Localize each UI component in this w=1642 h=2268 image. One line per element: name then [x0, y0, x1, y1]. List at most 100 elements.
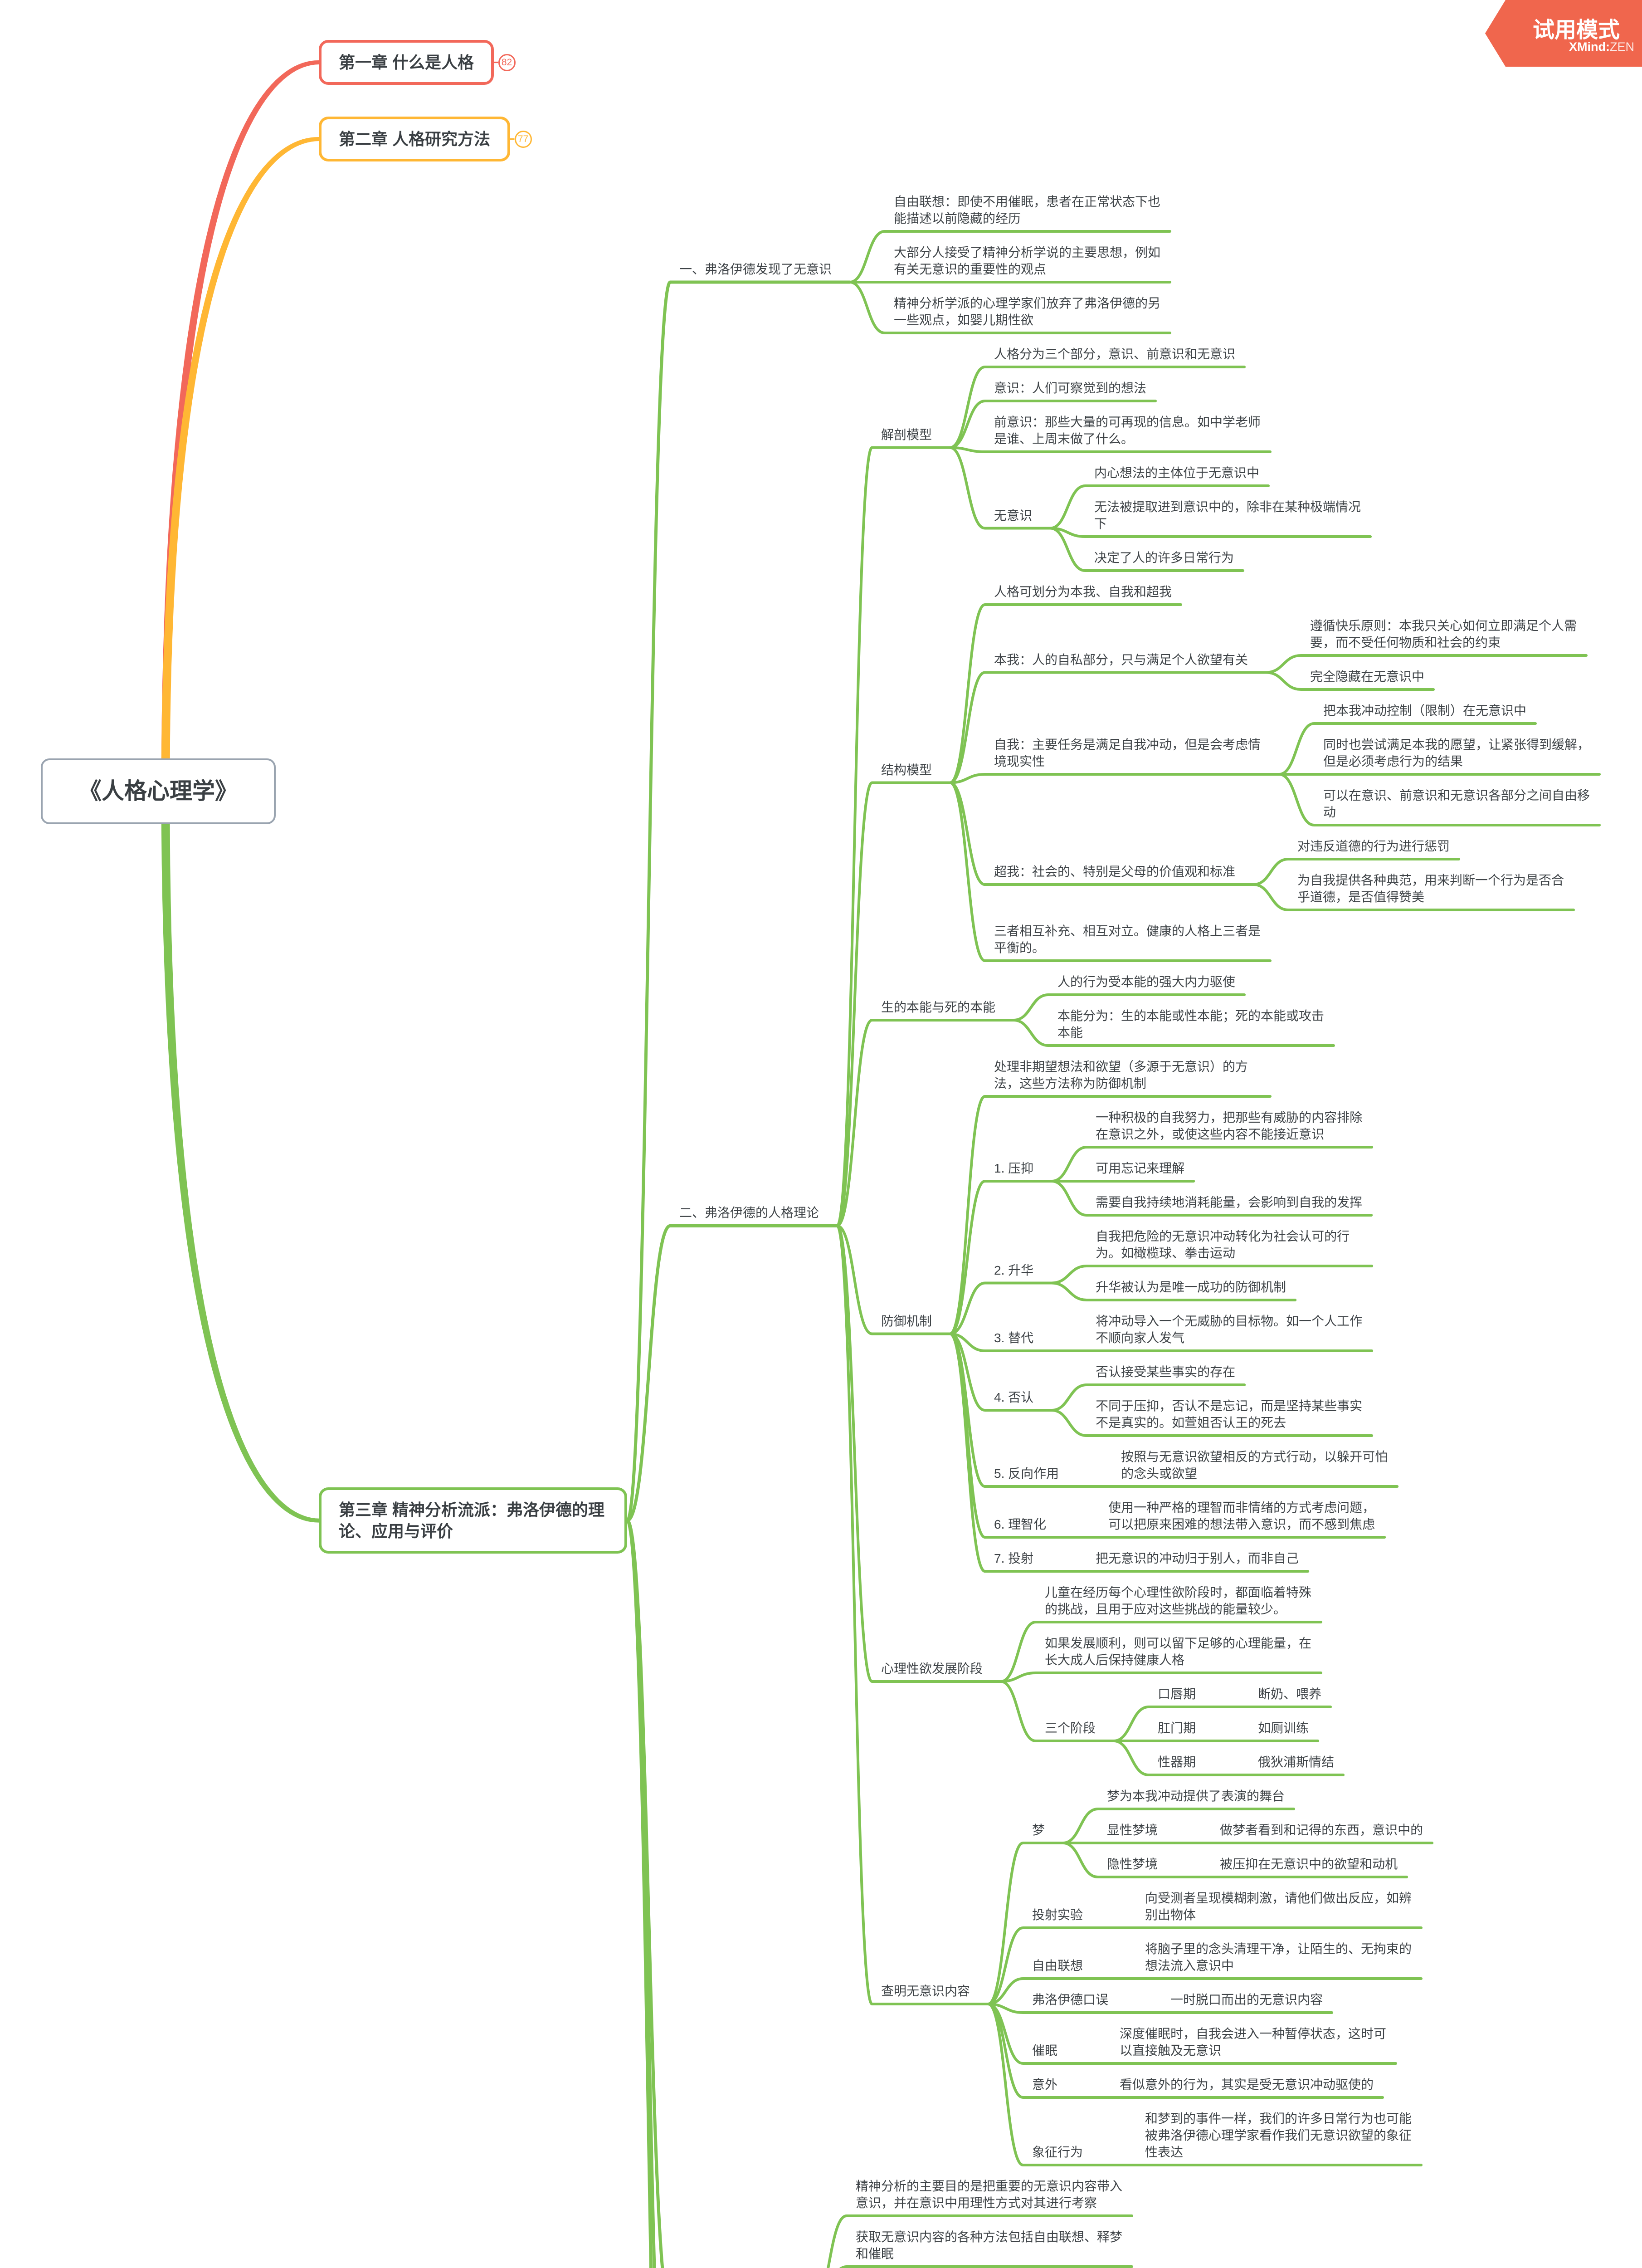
topic-node[interactable]: 意外 — [1032, 2077, 1058, 2092]
topic-node[interactable]: 把无意识的冲动归于别人，而非自己 — [1096, 1551, 1299, 1565]
topic-node[interactable]: 肛门期 — [1158, 1721, 1196, 1735]
topic-node[interactable]: 使用一种严格的理智而非情绪的方式考虑问题，可以把原来困难的想法带入意识，而不感到… — [1108, 1501, 1375, 1531]
topic-node[interactable]: 深度催眠时，自我会进入一种暂停状态，这时可以直接触及无意识 — [1120, 2027, 1387, 2058]
topic-node[interactable]: 2. 升华 — [994, 1263, 1034, 1277]
branch-connector — [949, 446, 1052, 530]
topic-node[interactable]: 一、弗洛伊德发现了无意识 — [679, 262, 832, 276]
topic-node[interactable]: 一时脱口而出的无意识内容 — [1170, 1993, 1323, 2007]
topic-node[interactable]: 将脑子里的念头清理干净，让陌生的、无拘束的想法流入意识中 — [1145, 1942, 1412, 1973]
branch-connector — [625, 1519, 653, 2268]
topic-node[interactable]: 人的行为受本能的强大内力驱使 — [1057, 975, 1236, 989]
topic-node[interactable]: 获取无意识内容的各种方法包括自由联想、释梦和催眠 — [856, 2230, 1123, 2261]
topic-node[interactable]: 人格可划分为本我、自我和超我 — [994, 585, 1172, 599]
branch-connector — [1049, 484, 1270, 530]
topic-node[interactable]: 做梦者看到和记得的东西，意识中的 — [1220, 1823, 1423, 1837]
topic-node[interactable]: 否认接受某些事实的存在 — [1096, 1365, 1236, 1379]
topic-node[interactable]: 性器期 — [1158, 1755, 1196, 1769]
topic-node[interactable]: 解剖模型 — [881, 427, 932, 442]
topic-node[interactable]: 投射实验 — [1032, 1908, 1083, 1922]
topic-node[interactable]: 自我：主要任务是满足自我冲动，但是会考虑情境现实性 — [994, 738, 1261, 768]
topic-node[interactable]: 防御机制 — [881, 1314, 932, 1328]
topic-node[interactable]: 对违反道德的行为进行惩罚 — [1297, 839, 1450, 853]
topic-node[interactable]: 完全隐藏在无意识中 — [1310, 670, 1425, 684]
topic-node[interactable]: 看似意外的行为，其实是受无意识冲动驱使的 — [1120, 2077, 1374, 2092]
topic-node[interactable]: 决定了人的许多日常行为 — [1094, 551, 1234, 565]
topic-node[interactable]: 梦为本我冲动提供了表演的舞台 — [1107, 1789, 1285, 1803]
topic-node[interactable]: 需要自我持续地消耗能量，会影响到自我的发挥 — [1096, 1195, 1363, 1209]
topic-node[interactable]: 精神分析的主要目的是把重要的无意识内容带入意识，并在意识中用理性方式对其进行考察 — [856, 2179, 1123, 2210]
topic-node[interactable]: 二、弗洛伊德的人格理论 — [679, 1206, 819, 1220]
topic-node[interactable]: 前意识：那些大量的可再现的信息。如中学老师是谁、上周末做了什么。 — [994, 415, 1261, 446]
branch-connector — [1278, 773, 1601, 826]
chapter-topic[interactable]: 第一章 什么是人格 — [319, 40, 494, 85]
chapter-topic[interactable]: 第三章 精神分析流派：弗洛伊德的理论、应用与评价 — [319, 1487, 627, 1554]
branch-connector — [949, 1332, 1053, 1412]
topic-node[interactable]: 象征行为 — [1032, 2145, 1083, 2159]
branch-connector — [1012, 993, 1246, 1022]
topic-node[interactable]: 无法被提取进到意识中的，除非在某种极端情况下 — [1094, 500, 1361, 531]
topic-node[interactable]: 一种积极的自我努力，把那些有威胁的内容排除在意识之外，或使这些内容不能接近意识 — [1096, 1110, 1363, 1141]
topic-node[interactable]: 俄狄浦斯情结 — [1258, 1755, 1335, 1769]
topic-node[interactable]: 内心想法的主体位于无意识中 — [1094, 466, 1260, 480]
topic-node[interactable]: 7. 投射 — [994, 1551, 1034, 1565]
topic-node[interactable]: 精神分析学派的心理学家们放弃了弗洛伊德的另一些观点，如婴儿期性欲 — [894, 296, 1161, 327]
topic-node[interactable]: 查明无意识内容 — [881, 1984, 970, 1998]
topic-node[interactable]: 自由联想：即使不用催眠，患者在正常状态下也能描述以前隐藏的经历 — [894, 195, 1161, 225]
topic-node[interactable]: 不同于压抑，否认不是忘记，而是坚持某些事实不是真实的。如萱姐否认王的死去 — [1096, 1399, 1363, 1430]
topic-node[interactable]: 如厕训练 — [1258, 1721, 1309, 1735]
topic-node[interactable]: 4. 否认 — [994, 1390, 1034, 1404]
topic-node[interactable]: 处理非期望想法和欲望（多源于无意识）的方法，这些方法称为防御机制 — [994, 1060, 1248, 1090]
topic-node[interactable]: 梦 — [1032, 1823, 1045, 1837]
topic-node[interactable]: 同时也尝试满足本我的愿望，让紧张得到缓解，但是必须考虑行为的结果 — [1323, 738, 1590, 768]
topic-node[interactable]: 升华被认为是唯一成功的防御机制 — [1096, 1280, 1286, 1294]
topic-node[interactable]: 断奶、喂养 — [1258, 1687, 1322, 1701]
topic-node[interactable]: 6. 理智化 — [994, 1517, 1047, 1531]
topic-node[interactable]: 三个阶段 — [1045, 1721, 1096, 1735]
branch-connector — [987, 2003, 1103, 2166]
collapsed-count-badge[interactable]: 82 — [498, 54, 516, 71]
topic-node[interactable]: 大部分人接受了精神分析学说的主要思想，例如有关无意识的重要性的观点 — [894, 245, 1161, 276]
topic-node[interactable]: 意识：人们可察觉到的想法 — [994, 381, 1147, 395]
topic-node[interactable]: 口唇期 — [1158, 1687, 1196, 1701]
topic-node[interactable]: 心理性欲发展阶段 — [881, 1662, 983, 1676]
topic-node[interactable]: 自我把危险的无意识冲动转化为社会认可的行为。如橄榄球、拳击运动 — [1096, 1229, 1350, 1260]
topic-node[interactable]: 弗洛伊德口误 — [1032, 1993, 1109, 2007]
topic-node[interactable]: 超我：社会的、特别是父母的价值观和标准 — [994, 865, 1236, 879]
topic-node[interactable]: 如果发展顺利，则可以留下足够的心理能量，在长大成人后保持健康人格 — [1045, 1636, 1312, 1667]
central-topic[interactable]: 《人格心理学》 — [41, 758, 276, 825]
topic-node[interactable]: 向受测者呈现模糊刺激，请他们做出反应，如辨别出物体 — [1145, 1891, 1412, 1922]
topic-node[interactable]: 为自我提供各种典范，用来判断一个行为是否合乎道德，是否值得赞美 — [1297, 873, 1564, 904]
topic-node[interactable]: 本我：人的自私部分，只与满足个人欲望有关 — [994, 652, 1248, 667]
topic-node[interactable]: 本能分为：生的本能或性本能；死的本能或攻击本能 — [1057, 1009, 1325, 1040]
chapter-topic[interactable]: 第二章 人格研究方法 — [319, 117, 511, 161]
topic-node[interactable]: 被压抑在无意识中的欲望和动机 — [1220, 1857, 1398, 1871]
topic-node[interactable]: 儿童在经历每个心理性欲阶段时，都面临着特殊的挑战，且用于应对这些挑战的能量较少。 — [1045, 1585, 1312, 1616]
topic-node[interactable]: 将冲动导入一个无威胁的目标物。如一个人工作不顺向家人发气 — [1096, 1314, 1363, 1345]
topic-node[interactable]: 5. 反向作用 — [994, 1466, 1059, 1481]
branch-connector — [999, 1680, 1116, 1742]
topic-node[interactable]: 隐性梦境 — [1107, 1857, 1158, 1871]
topic-node[interactable]: 结构模型 — [881, 763, 932, 777]
topic-node[interactable]: 可以在意识、前意识和无意识各部分之间自由移动 — [1323, 788, 1590, 819]
topic-node[interactable]: 生的本能与死的本能 — [881, 1000, 996, 1014]
branch-connector — [949, 1281, 1053, 1335]
topic-node[interactable]: 显性梦境 — [1107, 1823, 1158, 1837]
branch-connector — [1062, 1842, 1178, 1878]
topic-node[interactable]: 按照与无意识欲望相反的方式行动，以躲开可怕的念头或欲望 — [1121, 1450, 1388, 1481]
topic-node[interactable]: 把本我冲动控制（限制）在无意识中 — [1323, 704, 1527, 718]
topic-node[interactable]: 无意识 — [994, 508, 1033, 523]
branch-connector — [1252, 858, 1461, 886]
topic-node[interactable]: 可用忘记来理解 — [1096, 1161, 1185, 1175]
topic-node[interactable]: 自由联想 — [1032, 1959, 1083, 1973]
topic-node[interactable]: 人格分为三个部分，意识、前意识和无意识 — [994, 347, 1236, 361]
collapsed-count-badge[interactable]: 77 — [514, 130, 532, 148]
branch-connector — [1278, 722, 1537, 776]
topic-node[interactable]: 遵循快乐原则：本我只关心如何立即满足个人需要，而不受任何物质和社会的约束 — [1310, 619, 1577, 650]
topic-node[interactable]: 催眠 — [1032, 2043, 1058, 2058]
topic-node[interactable]: 1. 压抑 — [994, 1161, 1034, 1175]
topic-node[interactable]: 三者相互补充、相互对立。健康的人格上三者是平衡的。 — [994, 924, 1261, 955]
branch-connector — [949, 1095, 1272, 1335]
topic-node[interactable]: 3. 替代 — [994, 1331, 1034, 1345]
topic-node[interactable]: 和梦到的事件一样，我们的许多日常行为也可能被弗洛伊德心理学家看作我们无意识欲望的… — [1145, 2112, 1412, 2159]
